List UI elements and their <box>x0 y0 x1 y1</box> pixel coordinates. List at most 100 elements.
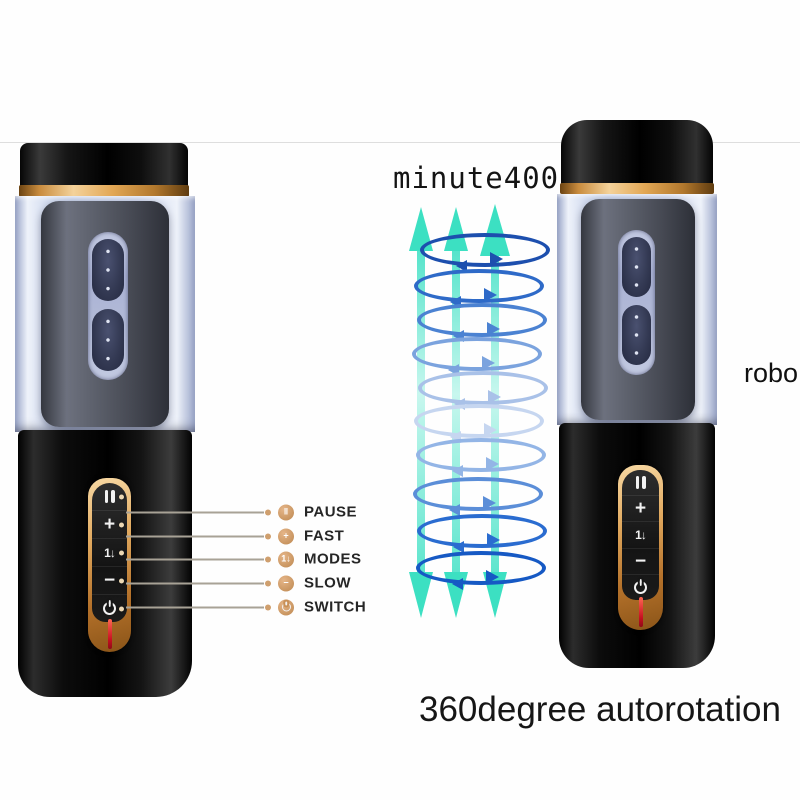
pause-icon: ‖ <box>278 504 294 520</box>
callout-anchor-dot <box>119 522 124 527</box>
bead-texture <box>622 305 651 365</box>
device-button-pause <box>92 483 127 511</box>
bead-texture <box>92 239 124 301</box>
texture-window <box>88 232 128 380</box>
ring-arrow-icon <box>487 390 501 405</box>
power-icon <box>278 599 294 615</box>
ring-arrow-icon <box>451 577 463 590</box>
minus-icon: − <box>278 575 294 591</box>
power-icon <box>103 602 116 615</box>
callout-label: PAUSE <box>304 503 358 521</box>
red-indicator-light <box>638 597 643 627</box>
ring-arrow-icon <box>485 570 499 585</box>
callout-dot <box>265 556 271 562</box>
ring-arrow-icon <box>447 363 459 376</box>
texture-window <box>618 230 655 375</box>
device-right: +1↓ − <box>557 120 717 668</box>
ring-arrow-icon <box>449 430 461 443</box>
speed-down-icon: − <box>634 550 647 572</box>
callout-line <box>126 606 264 608</box>
modes-icon: 1↓ <box>635 528 647 542</box>
rotation-ring <box>420 233 550 272</box>
red-indicator-light <box>107 619 112 649</box>
callout-dot <box>265 533 271 539</box>
ring-arrow-icon <box>452 540 464 553</box>
transparent-chamber <box>15 196 195 432</box>
modes-icon: 1↓ <box>278 551 294 567</box>
ring-arrow-icon <box>489 252 503 267</box>
control-panel: +1↓ − <box>88 478 131 652</box>
bottom-caption: 360degree autorotation <box>419 690 781 729</box>
ring-arrow-icon <box>449 295 461 308</box>
rotation-ring <box>414 404 544 443</box>
control-panel-buttons: +1↓ − <box>622 470 659 600</box>
device-button-speed-down: − <box>622 549 659 575</box>
ring-arrow-icon <box>486 533 500 548</box>
callout-anchor-dot <box>119 550 124 555</box>
rotation-ring <box>417 303 547 342</box>
device-button-modes: 1↓ <box>622 522 659 549</box>
background-seam-line <box>0 142 800 143</box>
ring-arrow-icon <box>448 503 460 516</box>
callout-line <box>126 535 264 537</box>
ring-arrow-icon <box>483 423 497 438</box>
control-panel: +1↓ − <box>618 465 663 630</box>
up-arrow-shaft <box>417 244 425 578</box>
ring-arrow-icon <box>485 457 499 472</box>
callout-switch: SWITCH <box>126 599 366 616</box>
ring-arrow-icon <box>483 288 497 303</box>
inner-sleeve <box>41 201 169 427</box>
callout-line <box>126 582 264 584</box>
device-button-pause <box>622 470 659 497</box>
bead-texture <box>622 237 651 297</box>
rotation-ring <box>417 514 547 553</box>
device-left: +1↓ − <box>15 143 195 697</box>
callout-label: SLOW <box>304 574 351 592</box>
callout-pause: ‖ PAUSE <box>126 504 357 521</box>
rotation-ring <box>412 337 542 376</box>
device-button-power <box>92 595 127 622</box>
callout-dot <box>265 604 271 610</box>
rotation-ring <box>413 477 543 516</box>
down-arrow-icon <box>409 572 433 618</box>
ring-arrow-icon <box>452 329 464 342</box>
plus-icon: + <box>278 528 294 544</box>
device-top-cap <box>20 143 188 187</box>
rotation-ring <box>416 551 546 590</box>
callout-line <box>126 558 264 560</box>
callout-dot <box>265 509 271 515</box>
ring-arrow-icon <box>486 322 500 337</box>
control-panel-buttons: +1↓ − <box>92 483 127 622</box>
speed-up-icon: + <box>103 514 116 535</box>
bead-texture <box>92 309 124 371</box>
callout-anchor-dot <box>119 494 124 499</box>
callout-anchor-dot <box>119 606 124 611</box>
callout-label: FAST <box>304 527 345 545</box>
inner-sleeve <box>581 199 695 420</box>
callout-label: MODES <box>304 550 362 568</box>
right-edge-partial-text: robo <box>744 358 799 388</box>
modes-icon: 1↓ <box>104 545 116 560</box>
callout-anchor-dot <box>119 578 124 583</box>
callout-dot <box>265 580 271 586</box>
rotation-ring <box>414 269 544 308</box>
callout-modes: 1↓ MODES <box>126 551 362 568</box>
transparent-chamber <box>557 194 717 425</box>
ring-arrow-icon <box>481 356 495 371</box>
callout-fast: + FAST <box>126 528 344 545</box>
rotation-ring <box>416 438 546 477</box>
device-button-speed-down: − <box>92 567 127 595</box>
minute-label: minute400 <box>393 161 560 195</box>
speed-down-icon: − <box>103 570 116 591</box>
pause-icon <box>635 476 646 490</box>
copper-ring-band <box>19 185 189 197</box>
ring-arrow-icon <box>451 464 463 477</box>
ring-arrow-icon <box>455 259 467 272</box>
device-top-cap <box>561 120 713 186</box>
pause-icon <box>104 490 115 503</box>
callout-line <box>126 511 264 513</box>
device-button-speed-up: + <box>622 496 659 523</box>
device-button-power <box>622 575 659 600</box>
